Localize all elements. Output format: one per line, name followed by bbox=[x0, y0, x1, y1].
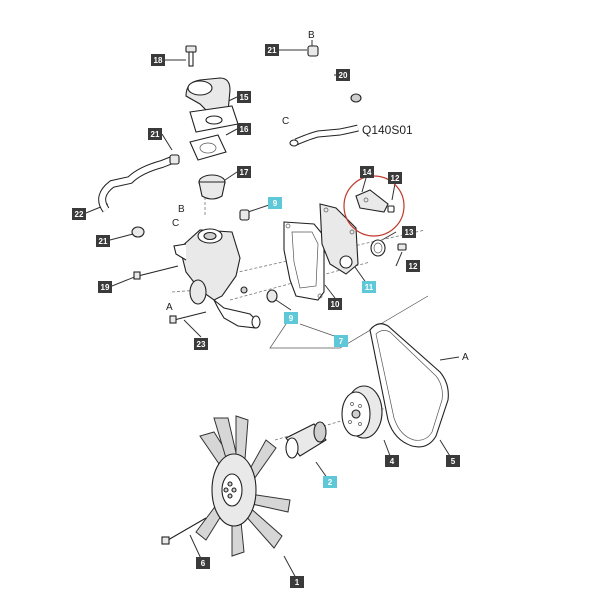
svg-text:9: 9 bbox=[273, 199, 278, 208]
svg-text:7: 7 bbox=[339, 337, 344, 346]
bolt-23 bbox=[169, 311, 207, 324]
svg-text:21: 21 bbox=[151, 130, 160, 139]
thermostat-housing-15 bbox=[185, 77, 239, 133]
svg-text:16: 16 bbox=[240, 125, 249, 134]
svg-text:6: 6 bbox=[201, 559, 206, 568]
bracket-14-detail bbox=[343, 175, 405, 237]
callout-12-low: 12 bbox=[406, 260, 420, 272]
gasket-16 bbox=[189, 134, 227, 161]
gasket-10 bbox=[283, 221, 325, 301]
callout-tags: 18 21 20 15 16 21 17 14 12 9 22 13 21 12… bbox=[72, 44, 460, 588]
callout-14: 14 bbox=[360, 166, 374, 178]
bolt-18 bbox=[185, 45, 197, 67]
callout-15: 15 bbox=[237, 91, 251, 103]
callout-9-lower: 9 bbox=[284, 312, 298, 324]
svg-text:5: 5 bbox=[451, 457, 456, 466]
letter-c-top: C bbox=[282, 116, 289, 127]
svg-text:14: 14 bbox=[363, 168, 372, 177]
fan-1 bbox=[195, 415, 291, 557]
svg-text:21: 21 bbox=[268, 46, 277, 55]
bolt-6 bbox=[161, 517, 207, 545]
reference-letters: B C B C A A Q140S01 bbox=[166, 30, 469, 363]
svg-text:12: 12 bbox=[391, 174, 400, 183]
svg-text:18: 18 bbox=[154, 56, 163, 65]
letter-c-pump: C bbox=[172, 218, 179, 229]
svg-text:22: 22 bbox=[75, 210, 84, 219]
callout-11: 11 bbox=[362, 281, 376, 293]
svg-text:15: 15 bbox=[240, 93, 249, 102]
svg-text:2: 2 bbox=[328, 478, 333, 487]
svg-text:4: 4 bbox=[390, 457, 395, 466]
diagram-code: Q140S01 bbox=[362, 123, 413, 137]
callout-2: 2 bbox=[323, 476, 337, 488]
svg-text:10: 10 bbox=[331, 300, 340, 309]
svg-text:19: 19 bbox=[101, 283, 110, 292]
svg-text:23: 23 bbox=[197, 340, 206, 349]
bypass-hose bbox=[289, 124, 359, 147]
callout-20: 20 bbox=[336, 69, 350, 81]
callout-23: 23 bbox=[194, 338, 208, 350]
svg-text:17: 17 bbox=[240, 168, 249, 177]
svg-text:21: 21 bbox=[99, 237, 108, 246]
callout-13: 13 bbox=[402, 226, 416, 238]
letter-b-pump: B bbox=[178, 204, 185, 215]
callout-10: 10 bbox=[328, 298, 342, 310]
callout-1: 1 bbox=[290, 576, 304, 588]
spacer-2 bbox=[285, 421, 327, 459]
callout-4: 4 bbox=[385, 455, 399, 467]
plate-11 bbox=[319, 203, 359, 275]
o-ring-13 bbox=[370, 239, 386, 257]
svg-text:20: 20 bbox=[339, 71, 348, 80]
callout-7: 7 bbox=[334, 335, 348, 347]
seal-9-upper bbox=[239, 209, 250, 221]
callout-18: 18 bbox=[151, 54, 165, 66]
hose-22 bbox=[98, 154, 180, 213]
clamp-21 bbox=[131, 226, 145, 238]
callout-9-upper: 9 bbox=[268, 197, 282, 209]
ring-9-lower bbox=[266, 289, 278, 303]
callout-21-top: 21 bbox=[265, 44, 279, 56]
letter-b-top: B bbox=[308, 30, 315, 41]
callout-5: 5 bbox=[446, 455, 460, 467]
callout-16: 16 bbox=[237, 123, 251, 135]
thermostat-17 bbox=[198, 174, 226, 200]
water-pump-body bbox=[133, 209, 278, 329]
letter-a-pump: A bbox=[166, 302, 173, 313]
callout-22: 22 bbox=[72, 208, 86, 220]
callout-19: 19 bbox=[98, 281, 112, 293]
callout-12-top: 12 bbox=[388, 172, 402, 184]
svg-text:12: 12 bbox=[409, 262, 418, 271]
v-belt-5 bbox=[369, 323, 449, 448]
plug-12-lower bbox=[397, 243, 407, 251]
bolt-19 bbox=[133, 265, 179, 280]
svg-text:1: 1 bbox=[295, 578, 300, 587]
svg-text:13: 13 bbox=[405, 228, 414, 237]
callout-17: 17 bbox=[237, 166, 251, 178]
callout-6: 6 bbox=[196, 557, 210, 569]
pulley-4 bbox=[341, 385, 383, 439]
svg-text:11: 11 bbox=[365, 283, 374, 292]
callout-21-mid: 21 bbox=[148, 128, 162, 140]
hose-20 bbox=[303, 45, 362, 107]
upper-parts bbox=[98, 45, 362, 238]
svg-text:9: 9 bbox=[289, 314, 294, 323]
letter-a-belt: A bbox=[462, 352, 469, 363]
callout-21-low: 21 bbox=[96, 235, 110, 247]
